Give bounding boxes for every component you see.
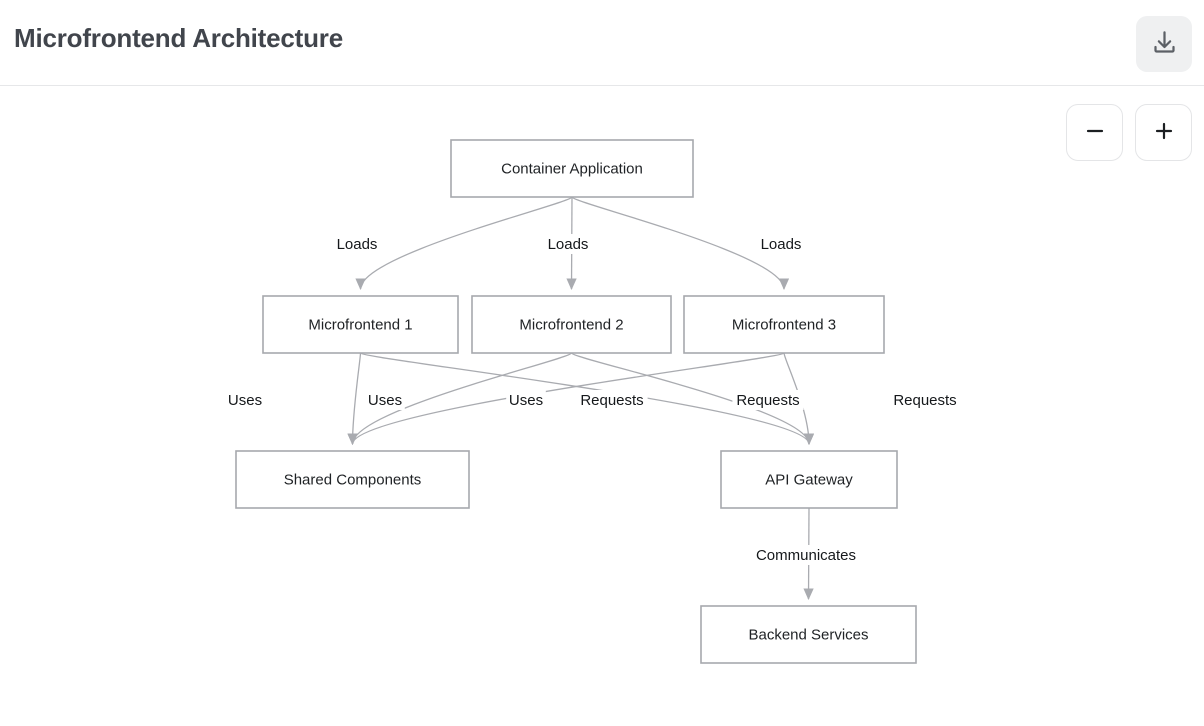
node-label: Microfrontend 2 (519, 316, 623, 333)
node-mfe2[interactable]: Microfrontend 2 (471, 295, 672, 354)
edge-mfe3-to-gateway (783, 352, 815, 446)
edge-mfe1-to-shared (347, 352, 362, 446)
edges-layer (347, 196, 815, 601)
edge-label-backdrop (225, 390, 265, 410)
edge-label-mfe3-to-shared: Uses (506, 390, 546, 410)
node-box (683, 295, 885, 354)
edge-mfe3-to-shared (347, 352, 785, 446)
edge-label-backdrop (732, 390, 804, 410)
edge-label-text: Loads (761, 236, 802, 253)
node-label: API Gateway (765, 471, 853, 488)
node-mfe1[interactable]: Microfrontend 1 (262, 295, 459, 354)
node-label: Backend Services (748, 626, 868, 643)
edge-mfe2-to-gateway (570, 352, 815, 446)
app-header: Microfrontend Architecture (0, 0, 1204, 86)
edge-label-container-to-mfe1: Loads (333, 234, 381, 254)
node-mfe3[interactable]: Microfrontend 3 (683, 295, 885, 354)
edge-label-mfe2-to-shared: Uses (365, 390, 405, 410)
node-label: Microfrontend 1 (308, 316, 412, 333)
zoom-in-button[interactable] (1135, 104, 1192, 161)
plus-icon (1152, 119, 1176, 146)
edge-label-backdrop (333, 234, 381, 254)
edge-label-text: Requests (736, 392, 799, 409)
edge-mfe2-to-shared (347, 352, 573, 446)
node-gateway[interactable]: API Gateway (720, 450, 898, 509)
edge-label-backdrop (754, 545, 858, 565)
node-box (700, 605, 917, 664)
edge-label-text: Loads (337, 236, 378, 253)
page-title: Microfrontend Architecture (14, 23, 343, 53)
edge-label-mfe1-to-shared: Uses (225, 390, 265, 410)
node-box (450, 139, 694, 198)
zoom-out-button[interactable] (1066, 104, 1123, 161)
node-box (471, 295, 672, 354)
edge-container-to-mfe3 (571, 196, 790, 291)
edge-label-text: Requests (893, 392, 956, 409)
download-icon (1151, 29, 1178, 59)
node-box (720, 450, 898, 509)
download-button[interactable] (1136, 16, 1192, 72)
edge-label-backdrop (365, 390, 405, 410)
edge-label-text: Uses (228, 392, 262, 409)
node-label: Container Application (501, 160, 643, 177)
edge-label-text: Uses (368, 392, 402, 409)
minus-icon (1083, 119, 1107, 146)
edge-label-mfe1-to-gateway: Requests (576, 390, 648, 410)
edge-label-backdrop (757, 234, 805, 254)
edge-label-text: Requests (580, 392, 643, 409)
node-label: Shared Components (284, 471, 422, 488)
edge-label-text: Communicates (756, 547, 856, 564)
edge-container-to-mfe1 (355, 196, 573, 291)
edge-label-gateway-to-backend: Communicates (754, 545, 858, 565)
edge-label-container-to-mfe2: Loads (544, 234, 592, 254)
node-container[interactable]: Container Application (450, 139, 694, 198)
node-shared[interactable]: Shared Components (235, 450, 470, 509)
edge-mfe1-to-gateway (359, 352, 815, 446)
node-backend[interactable]: Backend Services (700, 605, 917, 664)
zoom-controls (1066, 104, 1192, 161)
edge-label-backdrop (544, 234, 592, 254)
edge-label-mfe3-to-gateway: Requests (889, 390, 961, 410)
edge-label-container-to-mfe3: Loads (757, 234, 805, 254)
node-box (262, 295, 459, 354)
edge-label-text: Uses (509, 392, 543, 409)
node-label: Microfrontend 3 (732, 316, 836, 333)
edge-label-mfe2-to-gateway: Requests (732, 390, 804, 410)
edge-label-backdrop (889, 390, 961, 410)
edge-label-text: Loads (548, 236, 589, 253)
node-box (235, 450, 470, 509)
edge-label-backdrop (576, 390, 648, 410)
edge-label-backdrop (506, 390, 546, 410)
